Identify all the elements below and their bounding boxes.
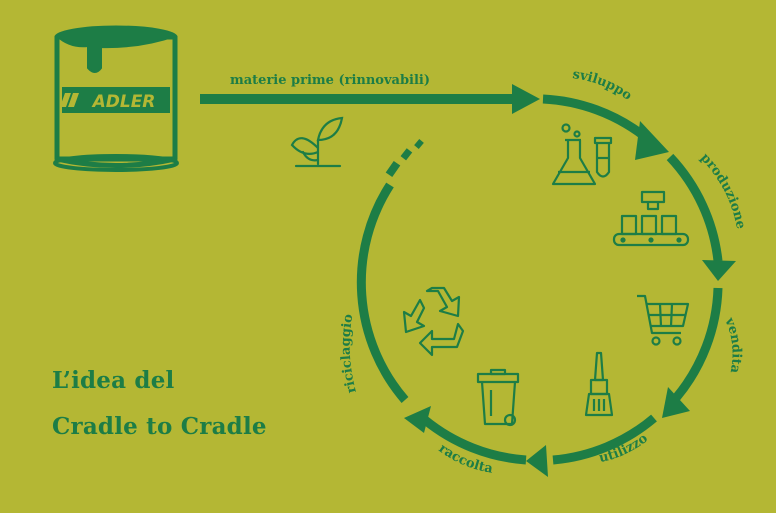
paint-brush-icon [584,351,614,417]
brand-logo-text: ADLER [91,92,156,112]
production-line-icon [612,190,690,247]
recycle-icon [402,286,465,357]
plant-sprout-icon [290,116,344,168]
lab-flask-icon [551,123,613,186]
paint-can-icon [53,25,179,172]
waste-bin-icon [476,368,520,427]
cycle-arrowheads [404,121,736,477]
input-arrow [200,84,540,114]
title-line-1: L’idea del [52,367,175,394]
stage-label-riciclaggio: riciclaggio [339,313,360,395]
cycle-dashes [385,139,424,178]
input-label: materie prime (rinnovabili) [230,73,430,88]
stage-label-sviluppo: sviluppo [571,67,634,104]
title-line-2: Cradle to Cradle [52,413,267,440]
stage-label-vendita: vendita [721,315,744,375]
shopping-cart-icon [637,294,690,346]
cycle-ring [356,94,723,465]
